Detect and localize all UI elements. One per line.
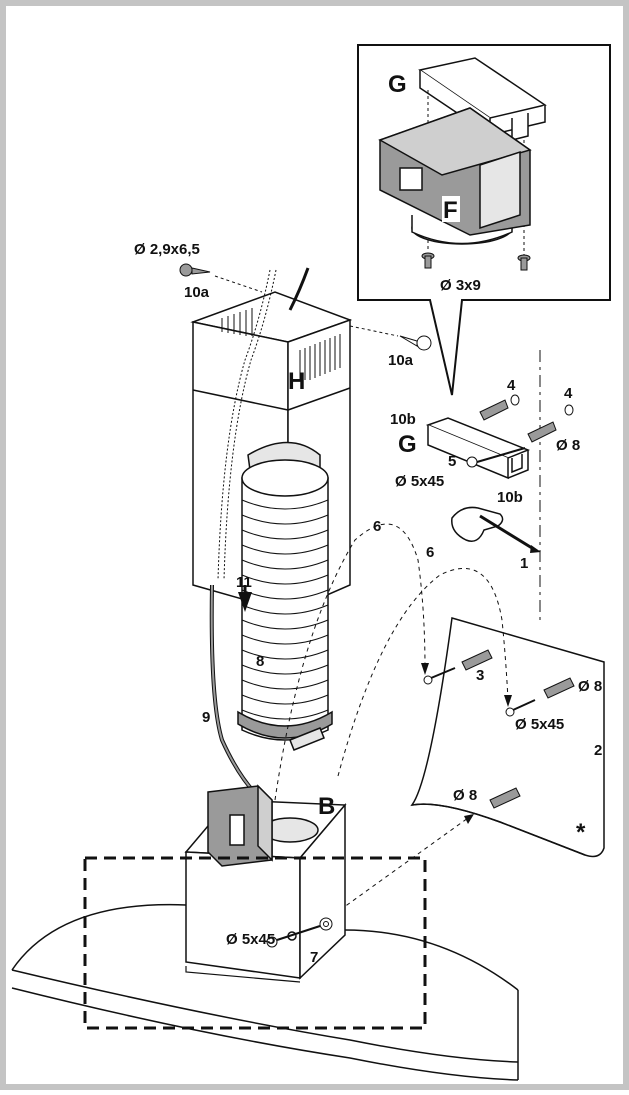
label-g-top: G: [388, 71, 407, 98]
dashed-arrow-mount: [339, 817, 469, 911]
screw-10a-right: [399, 335, 432, 351]
label-8: 8: [256, 653, 264, 670]
bracket-g-mid: [425, 417, 531, 480]
washer-left: [510, 394, 520, 406]
wall-plug-bottom: [489, 787, 521, 809]
fixing-screw-7: [266, 917, 333, 948]
anchor-plug-left: [479, 399, 509, 421]
wall-plug-right: [543, 677, 575, 699]
label-f: F: [443, 197, 458, 224]
label-5: 5: [448, 453, 456, 470]
label-b: B: [318, 793, 335, 820]
label-d5x45-bottom: Ø 5x45: [226, 931, 275, 948]
label-2: 2: [594, 742, 602, 759]
label-10a-left: 10a: [184, 284, 210, 301]
label-10b-top: 10b: [390, 411, 416, 428]
label-d5x45-wall: Ø 5x45: [515, 716, 564, 733]
label-7: 7: [310, 949, 318, 966]
label-9: 9: [202, 709, 210, 726]
flexible-duct: [237, 441, 333, 751]
screw-10a-left: [179, 263, 211, 277]
filter-f: [378, 107, 532, 245]
screw-wall-6b: [505, 699, 536, 717]
label-d5x45-mid: Ø 5x45: [395, 473, 444, 490]
label-11: 11: [236, 574, 252, 591]
label-4-left: 4: [507, 377, 516, 394]
wall-panel: [410, 617, 605, 858]
dashed-arrow-6a: [274, 523, 426, 801]
power-cable-top: [288, 267, 310, 311]
arrow-11: [238, 592, 252, 612]
label-h: H: [288, 368, 305, 395]
label-1: 1: [520, 555, 528, 572]
label-inset-screw: Ø 3x9: [440, 277, 481, 294]
glass-canopy: [11, 903, 519, 1081]
wall-plug-3: [461, 649, 493, 671]
label-screw-top: Ø 2,9x6,5: [134, 241, 200, 258]
screw-wall-6a: [423, 667, 456, 685]
washer-right: [564, 404, 574, 416]
label-10a-right: 10a: [388, 352, 414, 369]
detail-inset: G F Ø 3x9: [357, 44, 611, 396]
hood-dashed-outline: [83, 856, 427, 1030]
label-d8-right: Ø 8: [556, 437, 580, 454]
inset-screw-left: [421, 252, 435, 269]
label-asterisk: *: [576, 819, 586, 846]
label-10b-bottom: 10b: [497, 489, 523, 506]
label-d8-wall-top: Ø 8: [578, 678, 602, 695]
arrow-1: [530, 545, 541, 553]
label-4-right: 4: [564, 385, 573, 402]
dashed-arrow-6b: [337, 567, 509, 777]
screw-5-mid: [466, 447, 526, 468]
hand-marking-icon: [451, 506, 533, 550]
inset-screw-right: [517, 254, 531, 271]
label-6-second: 6: [426, 544, 434, 561]
anchor-plug-right: [527, 421, 557, 443]
label-3: 3: [476, 667, 484, 684]
label-g-mid: G: [398, 431, 417, 458]
label-6-top: 6: [373, 518, 381, 535]
label-d8-wall-bottom: Ø 8: [453, 787, 477, 804]
